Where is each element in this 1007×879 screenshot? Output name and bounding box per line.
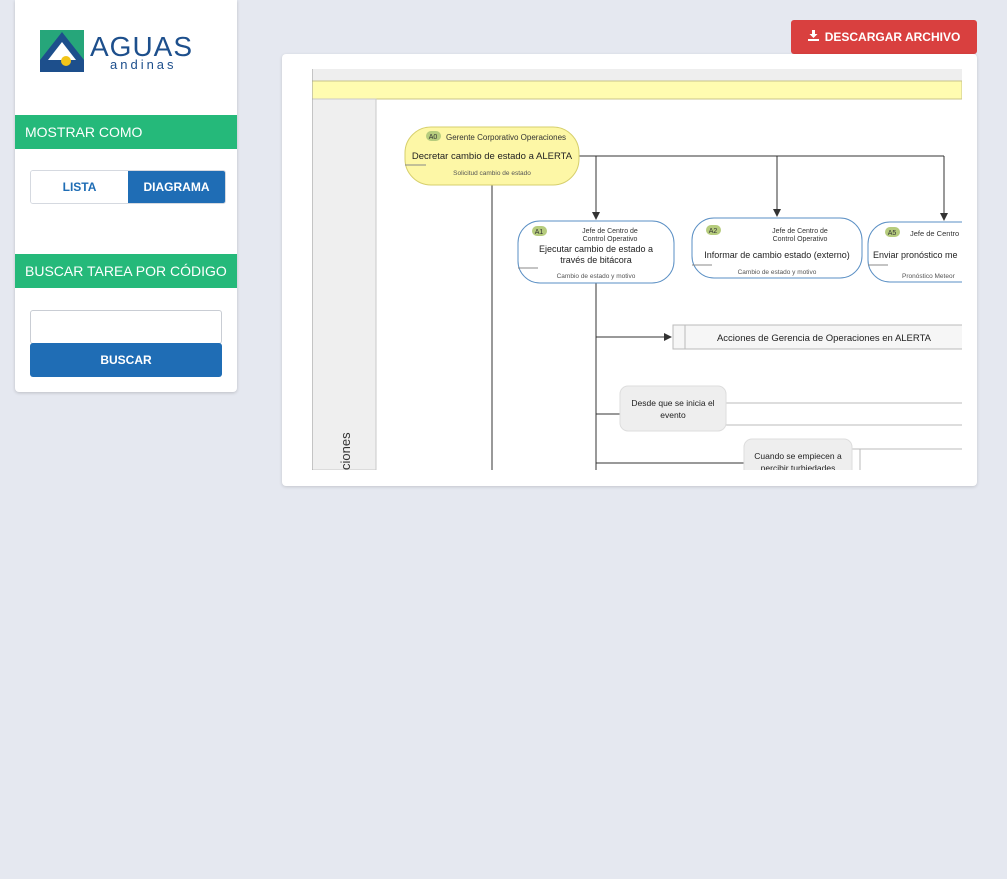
node-a2-output: Cambio de estado y motivo	[738, 269, 817, 276]
node-a1-output: Cambio de estado y motivo	[557, 273, 636, 280]
download-label: DESCARGAR ARCHIVO	[824, 30, 961, 44]
brand-name: AGUAS	[90, 31, 194, 62]
node-a0-code: A0	[429, 134, 438, 141]
pool-header	[312, 80, 962, 100]
node-a5-role: Jefe de Centro	[910, 229, 959, 238]
view-toggle: LISTA DIAGRAMA	[30, 170, 226, 204]
download-file-button[interactable]: DESCARGAR ARCHIVO	[791, 20, 977, 54]
node-a5-code: A5	[888, 230, 897, 237]
process-diagram[interactable]: ciones A0 Gerente Corporativo Operacione…	[312, 69, 962, 470]
node-a0-role: Gerente Corporativo Operaciones	[446, 133, 566, 142]
lane-header	[312, 98, 377, 470]
diagram-panel: ciones A0 Gerente Corporativo Operacione…	[282, 54, 977, 486]
search-heading: BUSCAR TAREA POR CÓDIGO	[15, 254, 237, 288]
node-a5-output: Pronóstico Meteor	[902, 273, 956, 280]
search-button[interactable]: BUSCAR	[30, 343, 222, 377]
pool-top-bar	[312, 69, 962, 81]
brand-mountain-icon	[40, 30, 84, 72]
brand-logo: AGUAS andinas	[40, 30, 200, 72]
brand-subname: andinas	[110, 57, 177, 72]
sidebar: AGUAS andinas MOSTRAR COMO LISTA DIAGRAM…	[15, 0, 237, 392]
node-a0[interactable]: A0 Gerente Corporativo Operaciones Decre…	[404, 126, 580, 186]
node-a1-code: A1	[535, 229, 544, 236]
diagram-view-button[interactable]: DIAGRAMA	[128, 171, 225, 203]
subprocess-alerta[interactable]: Acciones de Gerencia de Operaciones en A…	[672, 324, 962, 350]
lane-label: ciones	[338, 432, 353, 470]
node-a5-title: Enviar pronóstico me	[873, 250, 958, 260]
diagram-svg: ciones A0 Gerente Corporativo Operacione…	[312, 69, 962, 470]
node-a5[interactable]: A5 Jefe de Centro Enviar pronóstico me P…	[867, 221, 962, 283]
show-as-heading: MOSTRAR COMO	[15, 115, 237, 149]
task-code-input[interactable]	[30, 310, 222, 344]
subprocess-label: Acciones de Gerencia de Operaciones en A…	[717, 333, 932, 344]
list-view-button[interactable]: LISTA	[31, 171, 128, 203]
node-a2-title: Informar de cambio estado (externo)	[704, 250, 850, 260]
node-a2-code: A2	[709, 228, 718, 235]
node-a0-output: Solicitud cambio de estado	[453, 170, 531, 177]
node-a0-title: Decretar cambio de estado a ALERTA	[412, 151, 573, 162]
download-icon	[807, 20, 819, 54]
